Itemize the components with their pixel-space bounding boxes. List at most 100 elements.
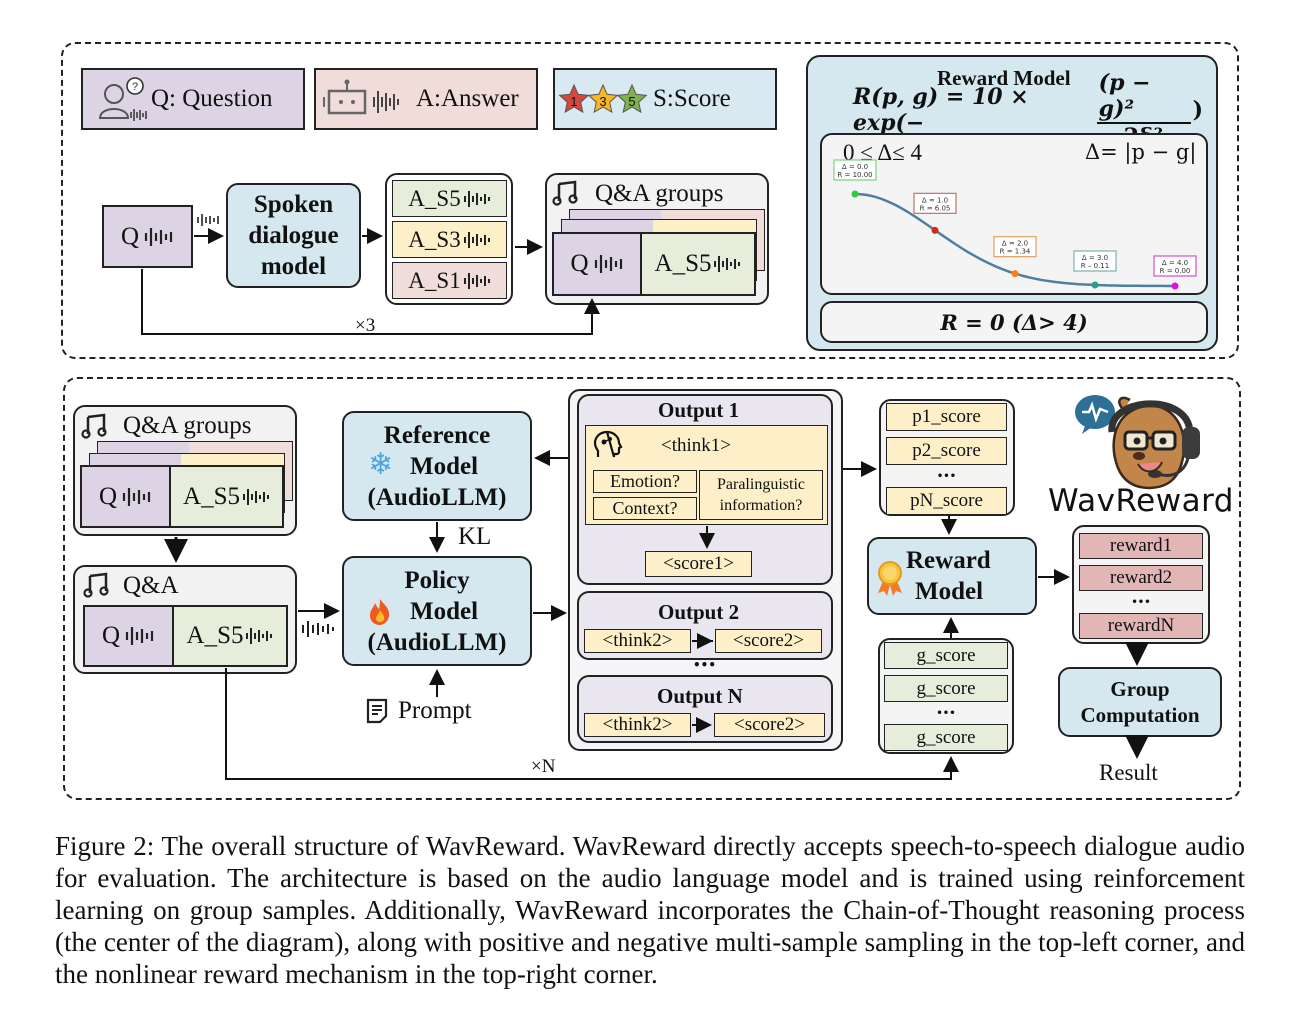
star-label: 5 [628,94,635,109]
reward-point [851,190,859,198]
prompt-label: Prompt [398,697,472,724]
qa-groups-bottom-title: Q&A groups [123,412,252,439]
delta-definition: Δ= |p − g| [1085,140,1197,164]
spoken-model-line-2: dialogue [248,222,339,249]
reference-model-line-2-wrap: ❄ Model [368,449,478,482]
qa-card-question-label: Q [570,250,589,277]
answer-sample: A_S1 [392,262,507,299]
score2-label: <score2> [732,630,805,651]
audio-wave-icon [122,487,151,506]
qa-answer-label: A_S5 [186,622,244,649]
mascot-icon [1075,395,1200,490]
reward-point-label: Δ = 2.0 [1002,240,1028,248]
group-computation: Group Computation [1058,667,1222,737]
audio-wave-icon [246,628,273,644]
reward-item: rewardN [1079,613,1203,639]
g-score-item: g_score [884,675,1008,702]
policy-model: Policy Model (AudioLLM) [342,556,532,666]
context-label: Context? [612,498,678,518]
qa-card-question-label: Q [98,482,118,510]
answer-sample: A_S5 [392,180,507,217]
thinkN-box: <think2> [584,713,691,737]
group-computation-line-1: Group [1110,677,1170,701]
scoreN-box: <score2> [714,713,825,737]
emotion-label: Emotion? [610,471,680,491]
legend-answer-label: A:Answer [416,85,519,112]
audio-wave-icon [594,255,622,273]
spoken-dialogue-model: Spoken dialogue model [226,183,361,288]
snowflake-icon: ❄ [367,446,394,482]
score1-box: <score1> [645,551,752,577]
legend-score-label: S:Score [653,85,731,112]
g-score-item: g_score [884,642,1008,669]
bottom-flow-arrows [164,450,1149,780]
user-question-icon: ? [97,76,149,122]
qa-answer: A_S5 [172,605,288,667]
reward-model-line-2: Model [915,578,984,605]
answer-sample-label: A_S1 [408,267,461,293]
music-note-icon [83,572,109,598]
p-score-item: p2_score [886,437,1007,465]
music-note-icon [552,180,578,206]
thinkN-label: <think2> [602,714,673,735]
reward-point [1171,282,1179,290]
reward-point-label-box [833,159,877,181]
reward-chart-box [820,133,1208,295]
reward-item-ellipsis: ••• [1131,596,1151,608]
reference-model-line-3: (AudioLLM) [367,483,507,511]
audio-wave-icon [144,227,173,246]
think1-label: <think1> [661,435,731,456]
star-icon-1 [558,83,590,114]
reward-panel-title: Reward Model [937,66,1071,90]
medal-icon [875,559,905,605]
formula-lhs: R(p, g) = 10 × exp(− [853,84,1029,136]
reward-point-label: R = 6.05 [920,204,951,212]
reward-point-label: R = 0.00 [1160,267,1191,275]
qa-groups-top-title: Q&A groups [595,180,724,207]
reward-model-box: Reward Model [867,537,1037,615]
wavreward-logo: WavReward [1048,382,1233,522]
think2-label: <think2> [602,630,673,651]
zero-reward-text: R = 0 (Δ> 4) [940,309,1088,335]
rewards-list: reward1 reward2 ••• rewardN [1079,533,1203,645]
answer-sample-label: A_S3 [408,226,461,252]
reward-point-label-box [913,192,957,214]
reward-item: reward2 [1079,565,1203,591]
policy-model-line-1: Policy [404,566,470,594]
emotion-box: Emotion? [593,470,697,493]
reward-model-line-1: Reward [906,547,991,574]
top-panel [61,42,1239,359]
logo-text: WavReward [1048,483,1234,519]
qa-card-question: Q [552,232,642,296]
star-icon-5 [616,83,648,114]
reward-point-label: R = 1.34 [1000,248,1031,256]
reward-item: reward1 [1079,533,1203,559]
output-n-title: Output N [657,684,743,708]
audio-wave-icon [242,488,269,505]
reward-point-label: Δ = 0.0 [842,163,868,171]
qa-question: Q [83,605,174,667]
qa-question-label: Q [101,622,121,649]
paralinguistic-line-2: information? [719,497,803,514]
repeat-xn-label: ×N [531,756,556,777]
audio-wave-icon [463,231,490,248]
p-score-item-ellipsis: ••• [936,470,957,482]
output-2-title: Output 2 [658,600,740,624]
reward-point [1091,281,1099,289]
g-score-item-ellipsis: ••• [936,707,956,719]
reward-point [1011,270,1019,278]
outputs-ellipsis: ••• [693,658,717,672]
repeat-x3-label: ×3 [355,315,376,336]
think2-box: <think2> [584,629,691,653]
star-label: 3 [599,94,606,109]
formula-close: ) [1192,97,1203,123]
answer-sample-label: A_S5 [408,185,461,211]
score2-box: <score2> [715,629,822,653]
reward-point-label-box [1153,255,1197,277]
qa-single-title: Q&A [123,572,179,599]
spoken-model-line-3: model [260,253,327,280]
kl-label: KL [458,523,492,550]
